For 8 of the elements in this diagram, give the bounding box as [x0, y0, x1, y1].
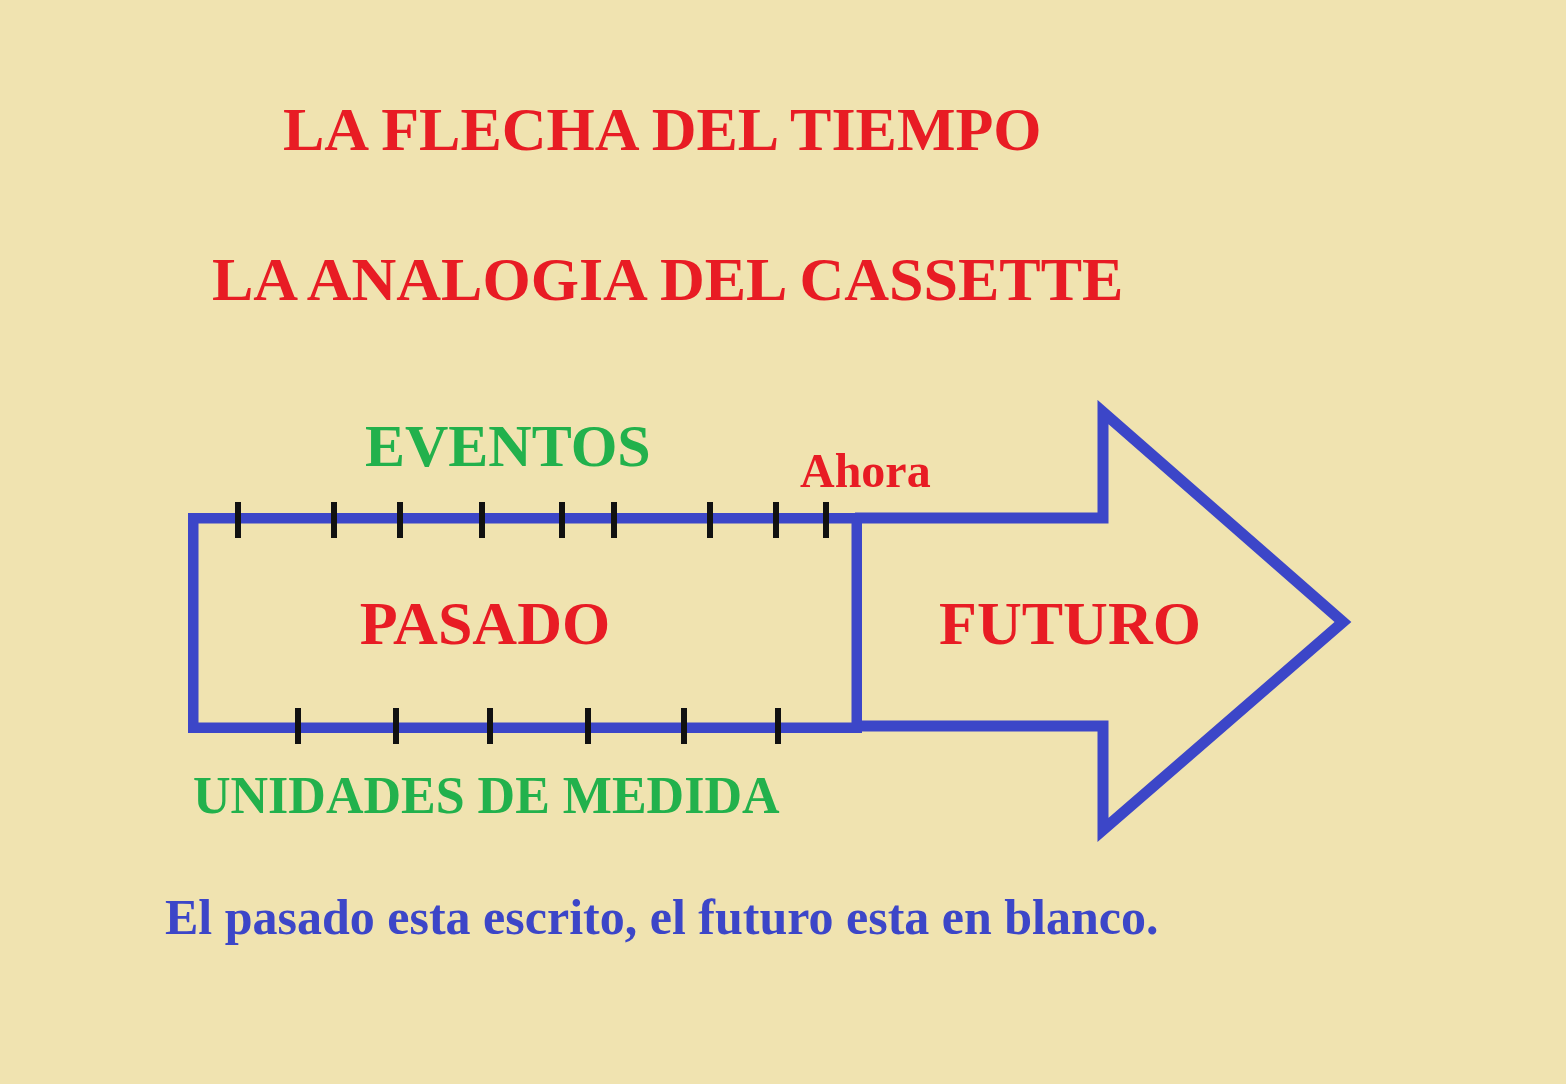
node-label: PASADO — [359, 592, 611, 654]
subtitle: LA ANALOGIA DEL CASSETTE — [212, 248, 1124, 310]
title: LA FLECHA DEL TIEMPO — [283, 98, 1042, 160]
label: UNIDADES DE MEDIDA — [193, 770, 780, 822]
past-box — [188, 513, 862, 733]
label: EVENTOS — [365, 416, 651, 476]
node-label: FUTURO — [939, 591, 1201, 654]
label: Ahora — [800, 447, 931, 495]
